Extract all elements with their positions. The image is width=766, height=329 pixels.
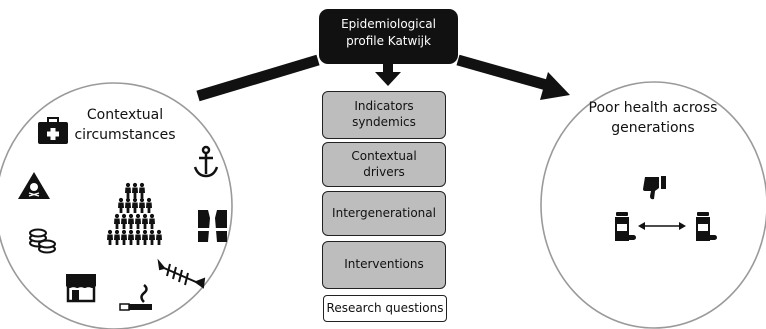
anchor-icon	[193, 145, 219, 178]
right-label-line-2: generations	[611, 120, 695, 136]
fish-bone-icon	[157, 258, 206, 289]
box-interventions: Interventions	[322, 241, 446, 289]
title-line-2: profile Katwijk	[346, 34, 431, 48]
box2-line2: drivers	[363, 164, 405, 179]
arrow-to-right-shaft	[456, 54, 552, 92]
box2-line1: Contextual	[351, 148, 417, 163]
box-intergenerational: Intergenerational	[322, 191, 446, 236]
medical-kit-icon	[38, 117, 68, 144]
right-label-line-1: Poor health across	[588, 100, 718, 116]
contextual-circumstances-label: Contextual circumstances	[70, 105, 180, 145]
box-indicators-syndemics: Indicators syndemics	[322, 91, 446, 139]
box-research-questions: Research questions	[323, 295, 447, 322]
thumbs-down-icon	[643, 176, 666, 200]
coins-icon	[29, 228, 56, 254]
title-line-1: Epidemiological	[341, 17, 436, 31]
epidemiological-profile-title: Epidemiological profile Katwijk	[319, 16, 458, 50]
left-label-line-2: circumstances	[74, 127, 176, 143]
box5-line1: Research questions	[326, 300, 444, 315]
right-circle	[540, 81, 766, 329]
left-label-line-1: Contextual	[86, 107, 164, 123]
arrow-down-shaft	[383, 60, 393, 74]
life-vest-icon	[198, 210, 227, 242]
double-arrow-icon	[638, 222, 686, 230]
poor-health-label: Poor health across generations	[578, 98, 728, 138]
cigarette-icon	[119, 284, 152, 311]
arrow-to-right-head	[540, 72, 570, 100]
box-contextual-drivers: Contextual drivers	[322, 142, 446, 187]
box1-line1: Indicators	[354, 99, 414, 114]
arrow-to-left	[196, 54, 320, 102]
left-circle	[0, 82, 233, 329]
box4-line1: Interventions	[344, 257, 424, 272]
box3-line1: Intergenerational	[332, 205, 436, 220]
arrow-down-head	[375, 72, 401, 86]
skull-warning-icon	[18, 172, 50, 199]
shop-icon	[66, 274, 96, 303]
epidemiological-profile-box	[319, 9, 458, 64]
box1-line2: syndemics	[352, 115, 416, 129]
